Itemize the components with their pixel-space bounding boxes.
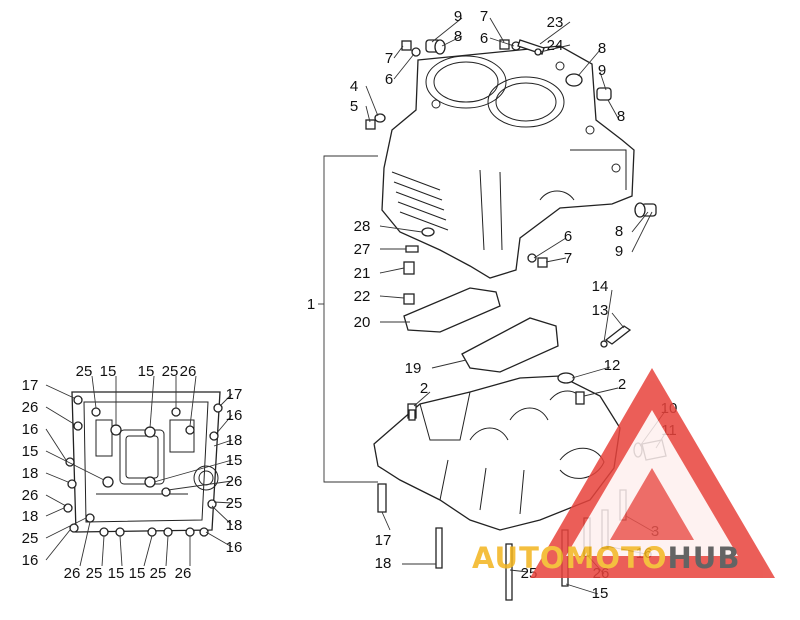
callout-i26b: 26 bbox=[22, 487, 39, 504]
assembly-bracket bbox=[318, 155, 378, 483]
callout-i15t1: 15 bbox=[100, 363, 117, 380]
upper-crankcase bbox=[381, 45, 635, 279]
inset-bottom-view bbox=[45, 375, 233, 567]
callout-i26t: 26 bbox=[180, 363, 197, 380]
callout-i15c: 15 bbox=[108, 565, 125, 582]
callout-c7c: 7 bbox=[564, 250, 572, 267]
callout-c15a: 15 bbox=[592, 585, 609, 602]
callout-c14: 14 bbox=[592, 278, 609, 295]
callout-i26a: 26 bbox=[22, 399, 39, 416]
watermark-word-hub: HUB bbox=[668, 541, 741, 575]
callout-c19: 19 bbox=[405, 360, 422, 377]
plug-9b bbox=[596, 87, 612, 101]
bolt-22 bbox=[403, 293, 415, 305]
callout-i18a: 18 bbox=[22, 465, 39, 482]
callout-i17a: 17 bbox=[22, 377, 39, 394]
callout-c5: 5 bbox=[350, 98, 358, 115]
dowel-2a bbox=[408, 409, 416, 421]
callout-c7a: 7 bbox=[385, 50, 393, 67]
callout-i18c: 18 bbox=[226, 432, 243, 449]
callout-i18d: 18 bbox=[226, 517, 243, 534]
callout-i16d: 16 bbox=[226, 539, 243, 556]
watermark-word-auto: AUTO bbox=[472, 541, 566, 575]
callout-i15b: 15 bbox=[226, 452, 243, 469]
callout-c6c: 6 bbox=[564, 228, 572, 245]
callout-c8b: 8 bbox=[598, 40, 606, 57]
callout-c2a: 2 bbox=[420, 380, 428, 397]
oring-28 bbox=[421, 227, 435, 237]
callout-i25d: 25 bbox=[150, 565, 167, 582]
callout-i15t2: 15 bbox=[138, 363, 155, 380]
callout-i26c: 26 bbox=[226, 473, 243, 490]
washer-8a bbox=[434, 39, 446, 55]
callout-c12: 12 bbox=[604, 357, 621, 374]
callout-i16c: 16 bbox=[226, 407, 243, 424]
callout-i25t2: 25 bbox=[162, 363, 179, 380]
callout-c22: 22 bbox=[354, 288, 371, 305]
sensor-13 bbox=[604, 325, 632, 345]
callout-c21: 21 bbox=[354, 265, 371, 282]
washer-4 bbox=[374, 113, 386, 123]
fitting-27 bbox=[405, 245, 419, 253]
callout-i18b: 18 bbox=[22, 508, 39, 525]
callout-c6a: 6 bbox=[385, 71, 393, 88]
callout-i16a: 16 bbox=[22, 421, 39, 438]
callout-i16b: 16 bbox=[22, 552, 39, 569]
callout-c13: 13 bbox=[592, 302, 609, 319]
callout-c4: 4 bbox=[350, 78, 358, 95]
washer-6c bbox=[527, 253, 537, 263]
washer-8c bbox=[634, 202, 646, 218]
watermark-logo: AUTOMOTOHUB bbox=[472, 368, 775, 578]
callout-c27: 27 bbox=[354, 241, 371, 258]
callout-c9c: 9 bbox=[615, 243, 623, 260]
bolt-7c bbox=[537, 257, 548, 268]
oring-12 bbox=[557, 372, 575, 384]
callout-c8d: 8 bbox=[615, 223, 623, 240]
callout-c20: 20 bbox=[354, 314, 371, 331]
callout-labels: 1223456667778888999101112131415161718192… bbox=[22, 8, 678, 602]
watermark-triangle-core bbox=[610, 468, 694, 540]
callout-i15d: 15 bbox=[129, 565, 146, 582]
callout-i25a: 25 bbox=[22, 530, 39, 547]
callout-c2b: 2 bbox=[618, 376, 626, 393]
bolt-7a bbox=[401, 40, 412, 51]
callout-c8a: 8 bbox=[454, 28, 462, 45]
callout-c24: 24 bbox=[547, 37, 564, 54]
washer-8b bbox=[565, 73, 583, 87]
bolt-5 bbox=[365, 119, 376, 130]
callout-c9a: 9 bbox=[454, 8, 462, 25]
callout-c28: 28 bbox=[354, 218, 371, 235]
callout-c9b: 9 bbox=[598, 62, 606, 79]
callout-i25b: 25 bbox=[226, 495, 243, 512]
callout-i25c: 25 bbox=[86, 565, 103, 582]
callout-c17a: 17 bbox=[375, 532, 392, 549]
baffle-plates bbox=[403, 287, 559, 373]
callout-i15a: 15 bbox=[22, 443, 39, 460]
bolt-17 bbox=[377, 483, 387, 513]
callout-c23: 23 bbox=[547, 14, 564, 31]
watermark-text: AUTOMOTOHUB bbox=[472, 541, 740, 575]
callout-i26e: 26 bbox=[175, 565, 192, 582]
callout-c8c: 8 bbox=[617, 108, 625, 125]
bolt-18 bbox=[435, 527, 443, 569]
callout-c1: 1 bbox=[307, 296, 315, 313]
bolt-21 bbox=[403, 261, 415, 275]
callout-c7b: 7 bbox=[480, 8, 488, 25]
callout-i26d: 26 bbox=[64, 565, 81, 582]
watermark-word-moto: MOTO bbox=[566, 541, 668, 575]
callout-c18a: 18 bbox=[375, 555, 392, 572]
callout-i25t1: 25 bbox=[76, 363, 93, 380]
callout-c6b: 6 bbox=[480, 30, 488, 47]
bolt-25 bbox=[505, 543, 513, 601]
callout-i17b: 17 bbox=[226, 386, 243, 403]
